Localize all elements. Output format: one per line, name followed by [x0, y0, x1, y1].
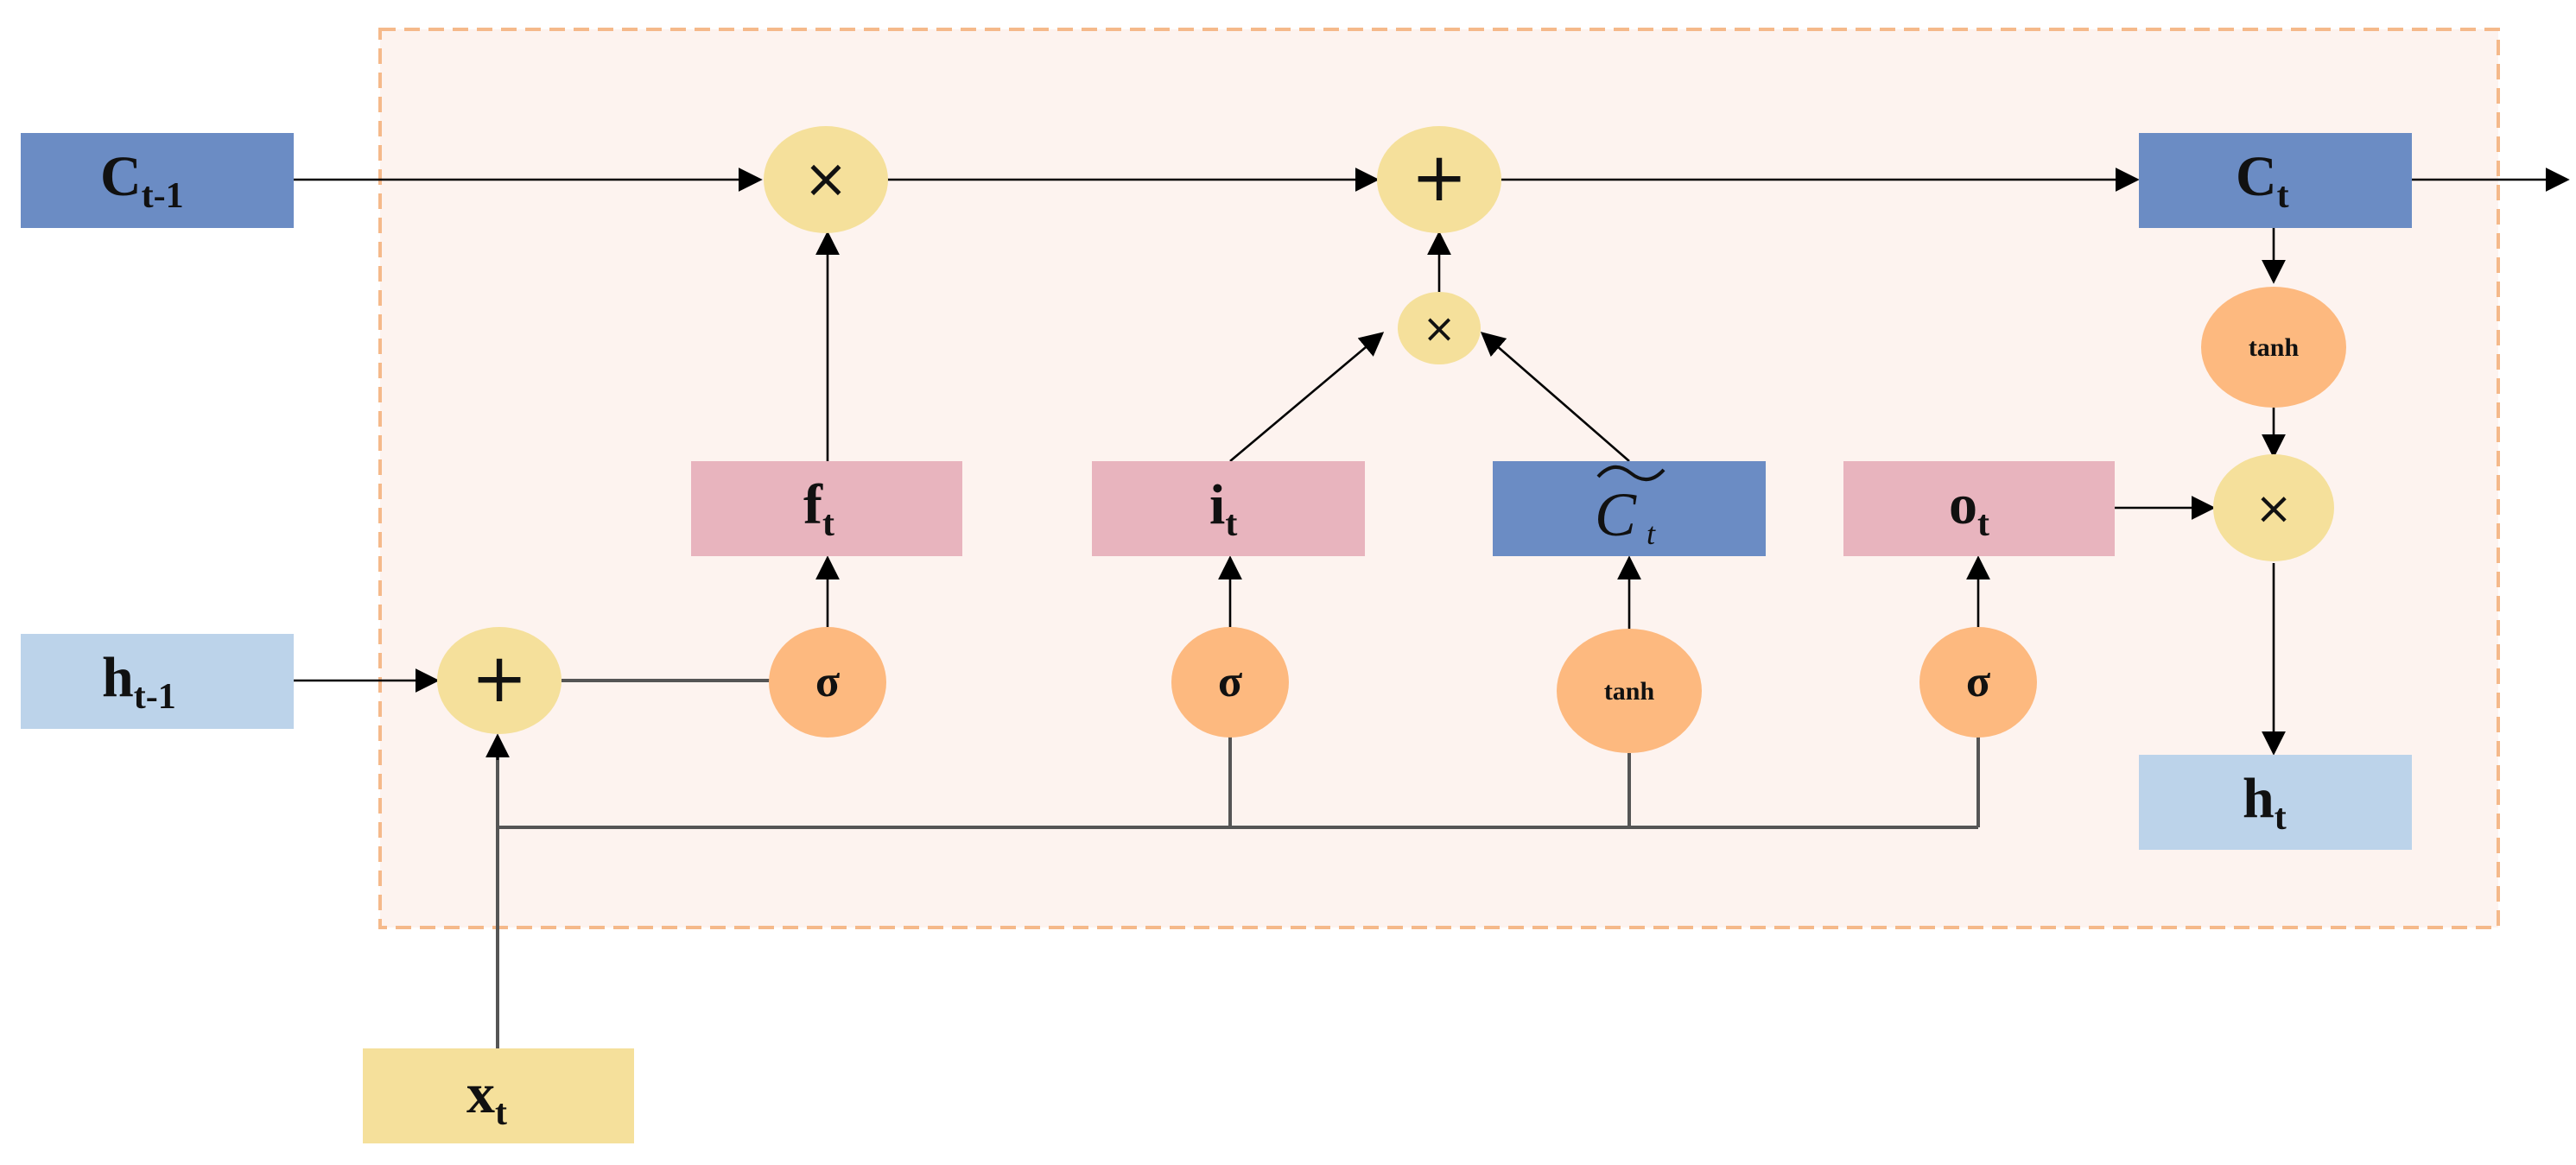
- output-gate-label: ot: [1949, 473, 1989, 544]
- multiply-icon: ×: [2255, 483, 2293, 535]
- sigma-label: σ: [815, 657, 840, 706]
- output-gate-box: ot: [1843, 461, 2115, 556]
- multiply-icon: ×: [1423, 305, 1456, 351]
- forget-gate-box: ft: [691, 461, 962, 556]
- input-x-label: xt: [466, 1062, 507, 1133]
- multiply-icon: ×: [803, 147, 848, 210]
- input-gate-box: it: [1092, 461, 1365, 556]
- input-x-box: xt: [363, 1048, 634, 1143]
- sigma-label: σ: [1218, 657, 1242, 706]
- cell-add-op: +: [1377, 126, 1501, 233]
- candidate-to-multiply-arrow: [1480, 332, 1630, 462]
- input-add-op: +: [437, 627, 562, 734]
- input-gate-to-multiply-arrow: [1229, 332, 1385, 462]
- hidden-state-box: ht: [2139, 755, 2412, 850]
- hidden-state-prev-label: ht-1: [102, 646, 176, 717]
- cell-state-prev-label: Ct-1: [100, 145, 184, 216]
- hidden-state-label: ht: [2243, 767, 2287, 838]
- cell-state-label: Ct: [2236, 145, 2289, 216]
- tanh-label: tanh: [1604, 677, 1655, 706]
- input-multiply-op: ×: [1398, 292, 1481, 364]
- input-gate-label: it: [1209, 473, 1237, 544]
- candidate-tanh-node: tanh: [1557, 629, 1702, 753]
- output-multiply-op: ×: [2213, 454, 2334, 561]
- plus-icon: +: [1411, 139, 1467, 217]
- cell-state-prev-box: Ct-1: [21, 133, 294, 228]
- output-sigmoid-node: σ: [1919, 627, 2037, 738]
- tilde-mark: [1596, 465, 1666, 481]
- tanh-label: tanh: [2249, 333, 2300, 362]
- output-tanh-node: tanh: [2201, 287, 2346, 408]
- forget-gate-label: ft: [803, 473, 834, 544]
- forget-sigmoid-node: σ: [769, 627, 886, 738]
- plus-icon: +: [471, 640, 527, 718]
- cell-state-box: Ct: [2139, 133, 2412, 228]
- hidden-state-prev-box: ht-1: [21, 634, 294, 729]
- forget-multiply-op: ×: [764, 126, 888, 233]
- input-sigmoid-node: σ: [1171, 627, 1289, 738]
- sigma-label: σ: [1966, 657, 1990, 706]
